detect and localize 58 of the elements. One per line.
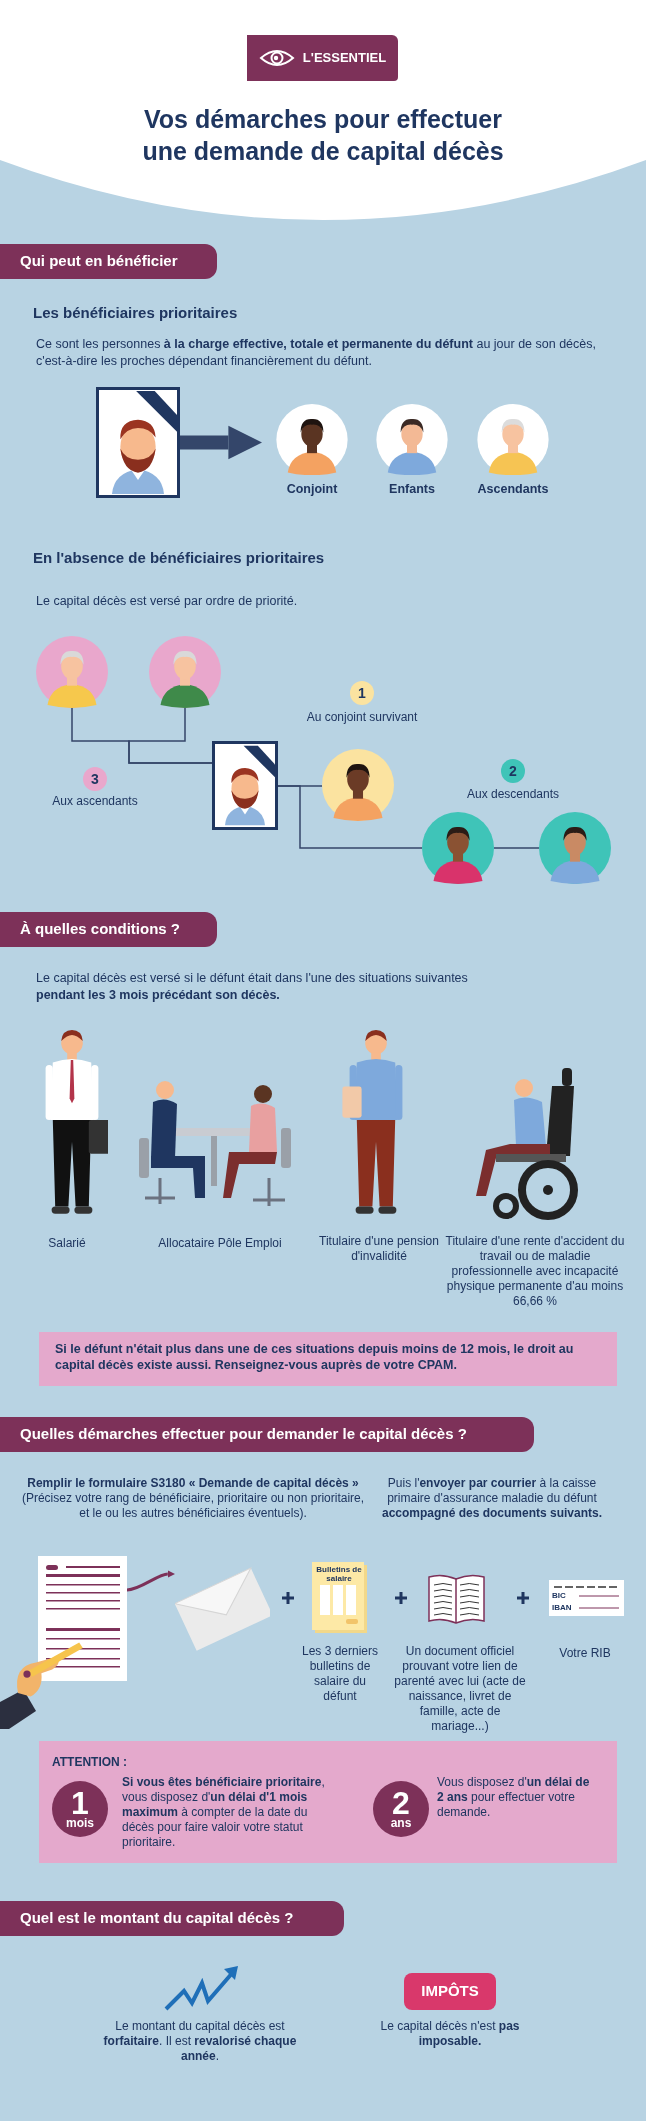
tag-label — [247, 35, 398, 81]
connector-line — [493, 847, 540, 849]
badge-unit: mois — [66, 1816, 94, 1830]
badge-caption: Au conjoint survivant — [305, 709, 419, 726]
caption: Titulaire d'une rente d'accident du travail ou de maladie professionnelle avec incapacité physique permanente d'au moins 66,66 % — [444, 1234, 626, 1309]
paragraph: Le capital décès est versé par ordre de priorité. — [36, 593, 299, 610]
caption: Allocataire Pôle Emploi — [157, 1235, 283, 1252]
subheading: Les bénéficiaires prioritaires — [33, 303, 239, 323]
caption: Un document officiel prouvant votre lien de parenté avec lui (acte de naissance, livret de famille, acte de mariage...) — [393, 1644, 527, 1734]
connector-line — [128, 707, 213, 764]
section-heading-band: Qui peut en bénéficier — [0, 244, 217, 279]
section-heading-band: À quelles conditions ? — [0, 912, 217, 947]
block-arrow — [180, 425, 262, 460]
caption: Votre RIB — [558, 1645, 612, 1662]
avatar-caption: Ascendants — [477, 481, 549, 499]
field-label: IBAN — [552, 1604, 573, 1612]
instruction-text: Remplir le formulaire S3180 « Demande de capital décès » (Précisez votre rang de bénéficiaire, prioritaire ou non prioritaire, et le ou les autres bénéficiaires éventuels). — [20, 1476, 366, 1521]
section-heading-band: Quel est le montant du capital décès ? — [0, 1901, 344, 1936]
paragraph: Ce sont les personnes à la charge effective, totale et permanente du défunt au jour de son décès, c'est-à-dire les proches dépendant financièrement du défunt. — [36, 336, 597, 370]
attention-heading: ATTENTION : — [52, 1754, 128, 1771]
section-heading-band: Quelles démarches effectuer pour demander le capital décès ? — [0, 1417, 534, 1452]
instruction-text: Puis l'envoyer par courrier à la caisse primaire d'assurance maladie du défunt accompagné des documents suivants. — [380, 1476, 604, 1521]
badge-caption: Aux descendants — [465, 786, 561, 803]
field-label: BIC — [552, 1592, 567, 1600]
connector-line — [277, 785, 423, 849]
badge-unit: ans — [390, 1816, 412, 1830]
duration-badge — [52, 1781, 108, 1837]
payslip-title: Bulletins de salaire — [315, 1565, 363, 1583]
tag-text: L'ESSENTIEL — [302, 49, 387, 68]
caption: Salarié — [47, 1235, 87, 1252]
avatar-caption: Conjoint — [286, 481, 338, 499]
caption: Titulaire d'une pension d'invalidité — [318, 1234, 440, 1264]
curved-arrow — [126, 1570, 175, 1592]
subheading: En l'absence de bénéficiaires prioritaires — [33, 548, 326, 568]
tax-badge: IMPÔTS — [404, 1973, 496, 2010]
note-box: Si le défunt n'était plus dans une de ces situations depuis moins de 12 mois, le droit au capital décès existe aussi. Renseignez-vous auprès de votre CPAM. — [39, 1332, 617, 1386]
badge-number: 1 — [71, 1788, 89, 1817]
person-avatar-drawing — [322, 749, 394, 821]
deadline-text: Vous disposez d'un délai de 2 ans pour effectuer votre demande. — [437, 1775, 591, 1820]
number-badge: 3 — [83, 767, 107, 791]
paragraph: Le capital décès est versé si le défunt était dans l'une des situations suivantes pendant les 3 mois précédant son décès. — [36, 970, 469, 1004]
caption: Les 3 derniers bulletins de salaire du défunt — [300, 1644, 379, 1704]
deadline-text: Si vous êtes bénéficiaire prioritaire, vous disposez d'un délai d'1 mois maximum à compter de la date du décès pour faire valoir votre statut prioritaire. — [122, 1775, 326, 1850]
badge-number: 2 — [392, 1788, 410, 1817]
badge-caption: Aux ascendants — [51, 793, 139, 810]
avatar-caption: Enfants — [389, 481, 435, 499]
title: Vos démarches pour effectuer une demande de capital décès — [141, 104, 505, 167]
person-avatar-drawing — [422, 812, 494, 884]
form-drawing — [38, 1556, 127, 1681]
number-badge: 1 — [350, 681, 374, 705]
number-badge: 2 — [501, 759, 525, 783]
caption: Le montant du capital décès est forfaitaire. Il est revalorisé chaque année. — [102, 2019, 298, 2064]
person-avatar-drawing — [539, 812, 611, 884]
attention-panel — [39, 1741, 617, 1863]
person-avatar-drawing — [149, 636, 221, 708]
duration-badge — [373, 1781, 429, 1837]
person-avatar-drawing — [36, 636, 108, 708]
caption: Le capital décès n'est pas imposable. — [380, 2019, 520, 2049]
